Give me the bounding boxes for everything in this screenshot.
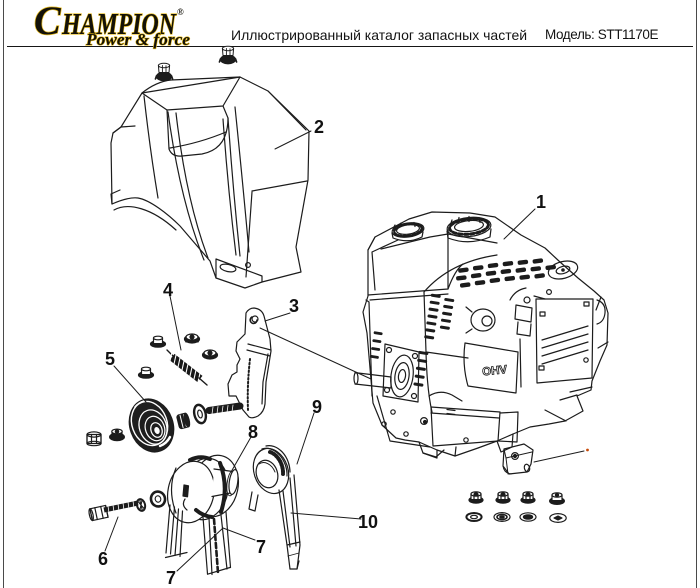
svg-text:9: 9 <box>312 397 322 417</box>
svg-text:10: 10 <box>358 512 378 532</box>
svg-text:®: ® <box>177 7 184 17</box>
svg-text:HAMPION: HAMPION <box>61 6 177 41</box>
svg-text:6: 6 <box>98 549 108 569</box>
svg-text:4: 4 <box>163 280 173 300</box>
svg-text:1: 1 <box>536 192 546 212</box>
svg-text:7: 7 <box>256 537 266 557</box>
svg-text:5: 5 <box>105 349 115 369</box>
svg-text:7: 7 <box>166 568 176 588</box>
svg-text:8: 8 <box>248 422 258 442</box>
svg-text:3: 3 <box>289 296 299 316</box>
svg-text:Power & force: Power & force <box>85 30 190 49</box>
svg-text:OHV: OHV <box>482 364 508 379</box>
svg-text:2: 2 <box>314 117 324 137</box>
svg-text:C: C <box>34 0 62 43</box>
